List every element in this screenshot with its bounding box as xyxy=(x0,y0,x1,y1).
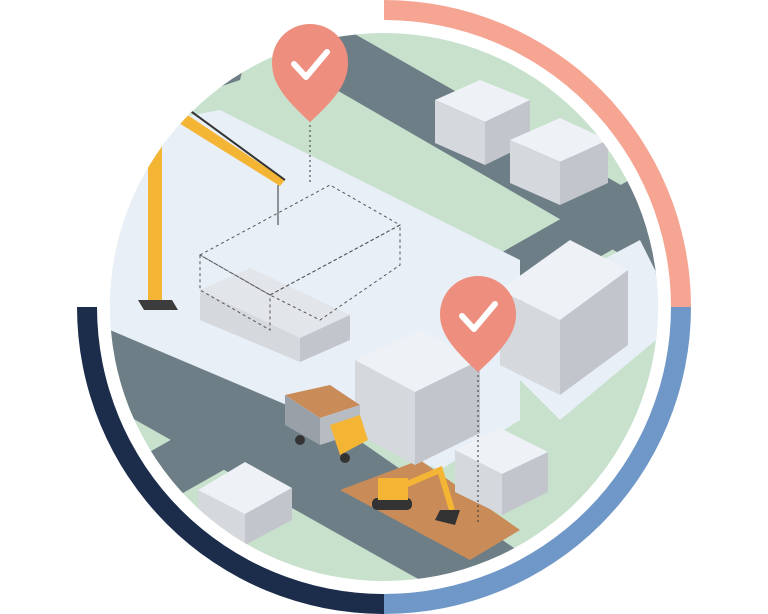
dump-truck xyxy=(285,385,368,463)
building-large xyxy=(355,330,480,465)
building xyxy=(198,462,292,545)
check-pin-icon xyxy=(440,276,516,525)
building-under-construction xyxy=(198,184,402,362)
building xyxy=(510,118,608,205)
scene xyxy=(110,33,658,581)
ring-segment-pink xyxy=(384,0,691,307)
ring-segment-blue xyxy=(384,307,691,614)
excavator xyxy=(372,465,460,525)
building xyxy=(455,428,548,515)
check-pin-icon xyxy=(272,24,348,185)
building-large xyxy=(500,240,628,395)
ring-segment-navy xyxy=(77,307,384,614)
building xyxy=(435,80,530,165)
